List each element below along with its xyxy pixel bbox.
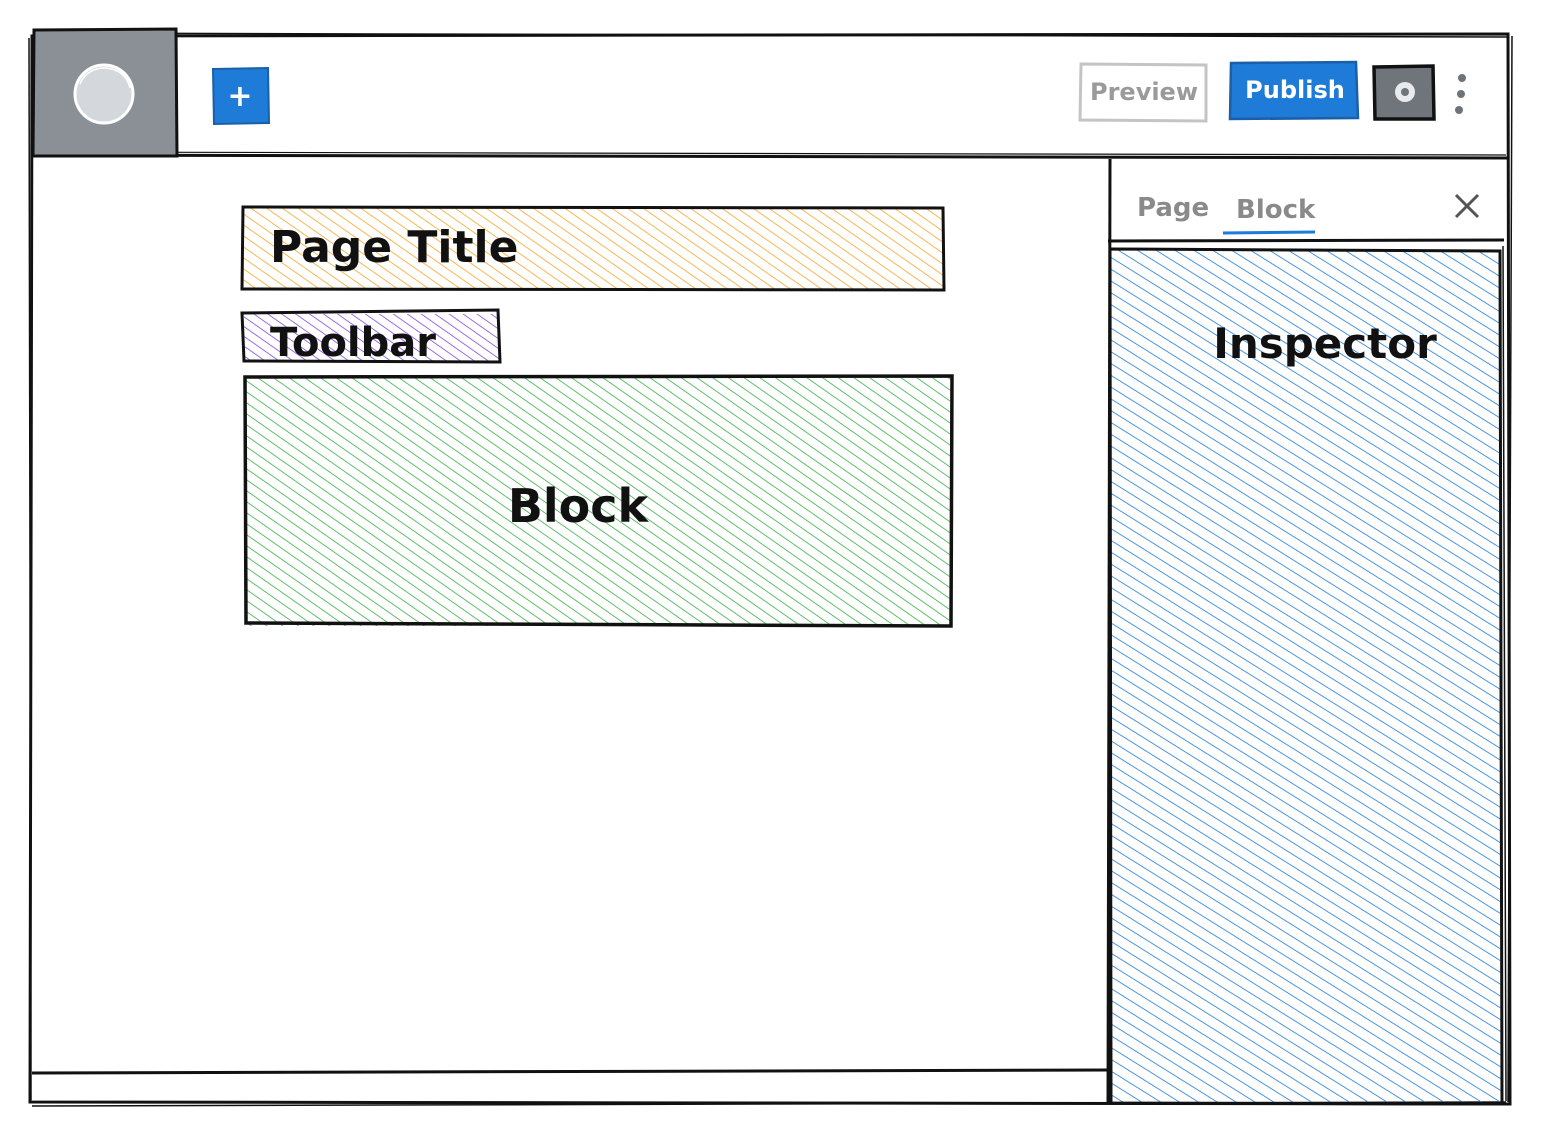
- block-label: Block: [508, 479, 650, 533]
- close-icon[interactable]: [1454, 193, 1480, 219]
- preview-button[interactable]: Preview: [1078, 62, 1208, 123]
- toolbar-label: Toolbar: [270, 320, 436, 366]
- page-title-label: Page Title: [270, 222, 518, 273]
- plus-icon: +: [227, 79, 252, 114]
- page-title-field[interactable]: Page Title: [240, 205, 946, 292]
- tab-block[interactable]: Block: [1236, 195, 1316, 225]
- publish-button-label: Publish: [1245, 76, 1345, 104]
- preview-button-label: Preview: [1090, 78, 1198, 106]
- header-bar: [31, 151, 1509, 160]
- gear-icon: [1395, 82, 1415, 102]
- logo-tile[interactable]: [31, 27, 179, 158]
- content-block[interactable]: Block: [243, 374, 954, 628]
- circle-logo-icon: [73, 63, 135, 125]
- publish-button[interactable]: Publish: [1228, 60, 1360, 121]
- inspector-panel[interactable]: Inspector: [1108, 245, 1507, 1106]
- tab-block-active-underline: [1222, 230, 1316, 235]
- add-block-button[interactable]: +: [211, 66, 271, 126]
- tab-page[interactable]: Page: [1137, 193, 1209, 223]
- inspector-label: Inspector: [1213, 319, 1437, 368]
- settings-button[interactable]: [1372, 64, 1436, 121]
- more-vertical-icon[interactable]: [1455, 74, 1466, 114]
- block-toolbar[interactable]: Toolbar: [240, 308, 502, 366]
- footer-bar: [31, 1068, 1111, 1075]
